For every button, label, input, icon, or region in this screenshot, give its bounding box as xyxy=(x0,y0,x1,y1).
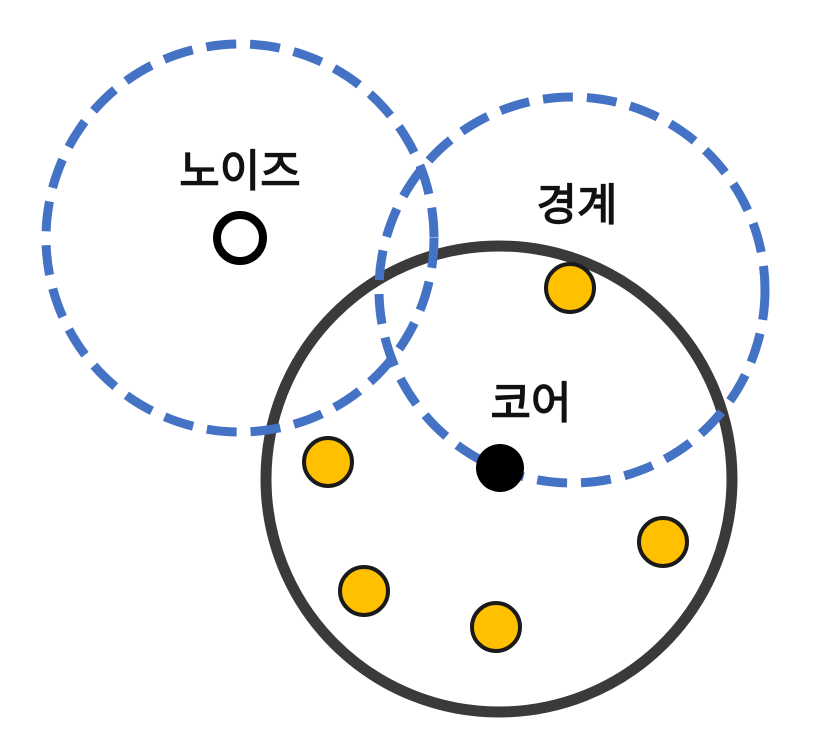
neighbor-point-lower-left xyxy=(338,565,390,617)
border-neighborhood-circle xyxy=(374,92,770,488)
neighbor-point-left xyxy=(302,436,354,488)
border-label: 경계 xyxy=(537,180,618,231)
core-point xyxy=(476,444,524,492)
noise-point xyxy=(213,211,267,265)
neighbor-point-bottom xyxy=(470,601,522,653)
neighbor-point-right xyxy=(637,516,689,568)
border-point xyxy=(544,262,596,314)
noise-label: 노이즈 xyxy=(179,146,300,197)
core-neighborhood-circle xyxy=(260,240,738,718)
core-label: 코어 xyxy=(491,378,572,429)
noise-neighborhood-circle xyxy=(41,39,439,437)
